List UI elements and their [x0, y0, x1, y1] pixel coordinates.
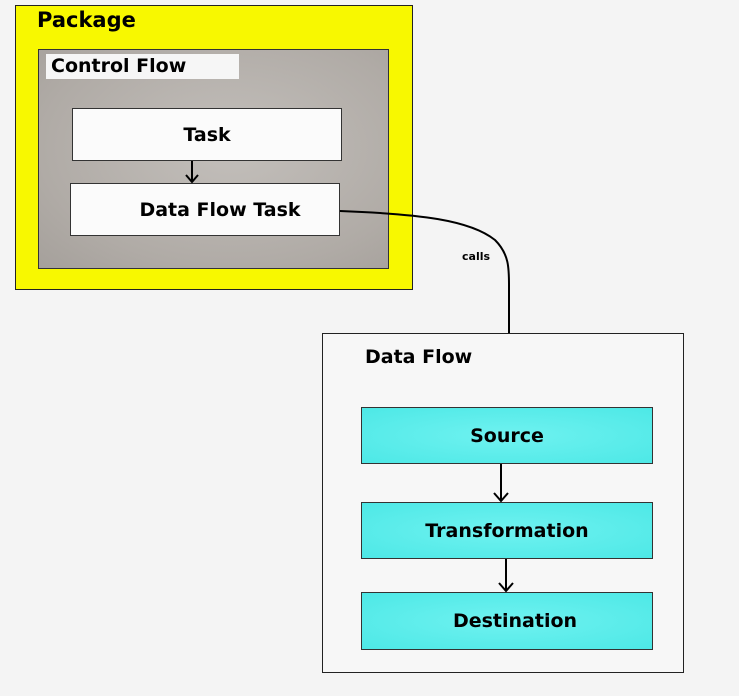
control-flow-title: Control Flow [46, 54, 239, 79]
destination-label: Destination [452, 610, 578, 632]
task-label: Task [183, 123, 231, 146]
transformation-box[interactable]: Transformation [361, 502, 653, 559]
package-title: Package [37, 8, 136, 32]
data-flow-task-label: Data Flow Task [139, 198, 301, 221]
data-flow-title: Data Flow [365, 346, 473, 368]
destination-box[interactable]: Destination [361, 592, 653, 650]
source-label: Source [470, 424, 544, 447]
transformation-to-destination-arrow [498, 559, 514, 593]
calls-label: calls [462, 250, 491, 263]
task-to-dataflowtask-arrow [185, 161, 199, 184]
calls-connector-line [339, 210, 511, 333]
source-box[interactable]: Source [361, 407, 653, 464]
transformation-label: Transformation [425, 519, 589, 542]
source-to-transformation-arrow [493, 464, 509, 503]
data-flow-task-box[interactable]: Data Flow Task [70, 183, 340, 236]
task-box[interactable]: Task [72, 108, 342, 161]
